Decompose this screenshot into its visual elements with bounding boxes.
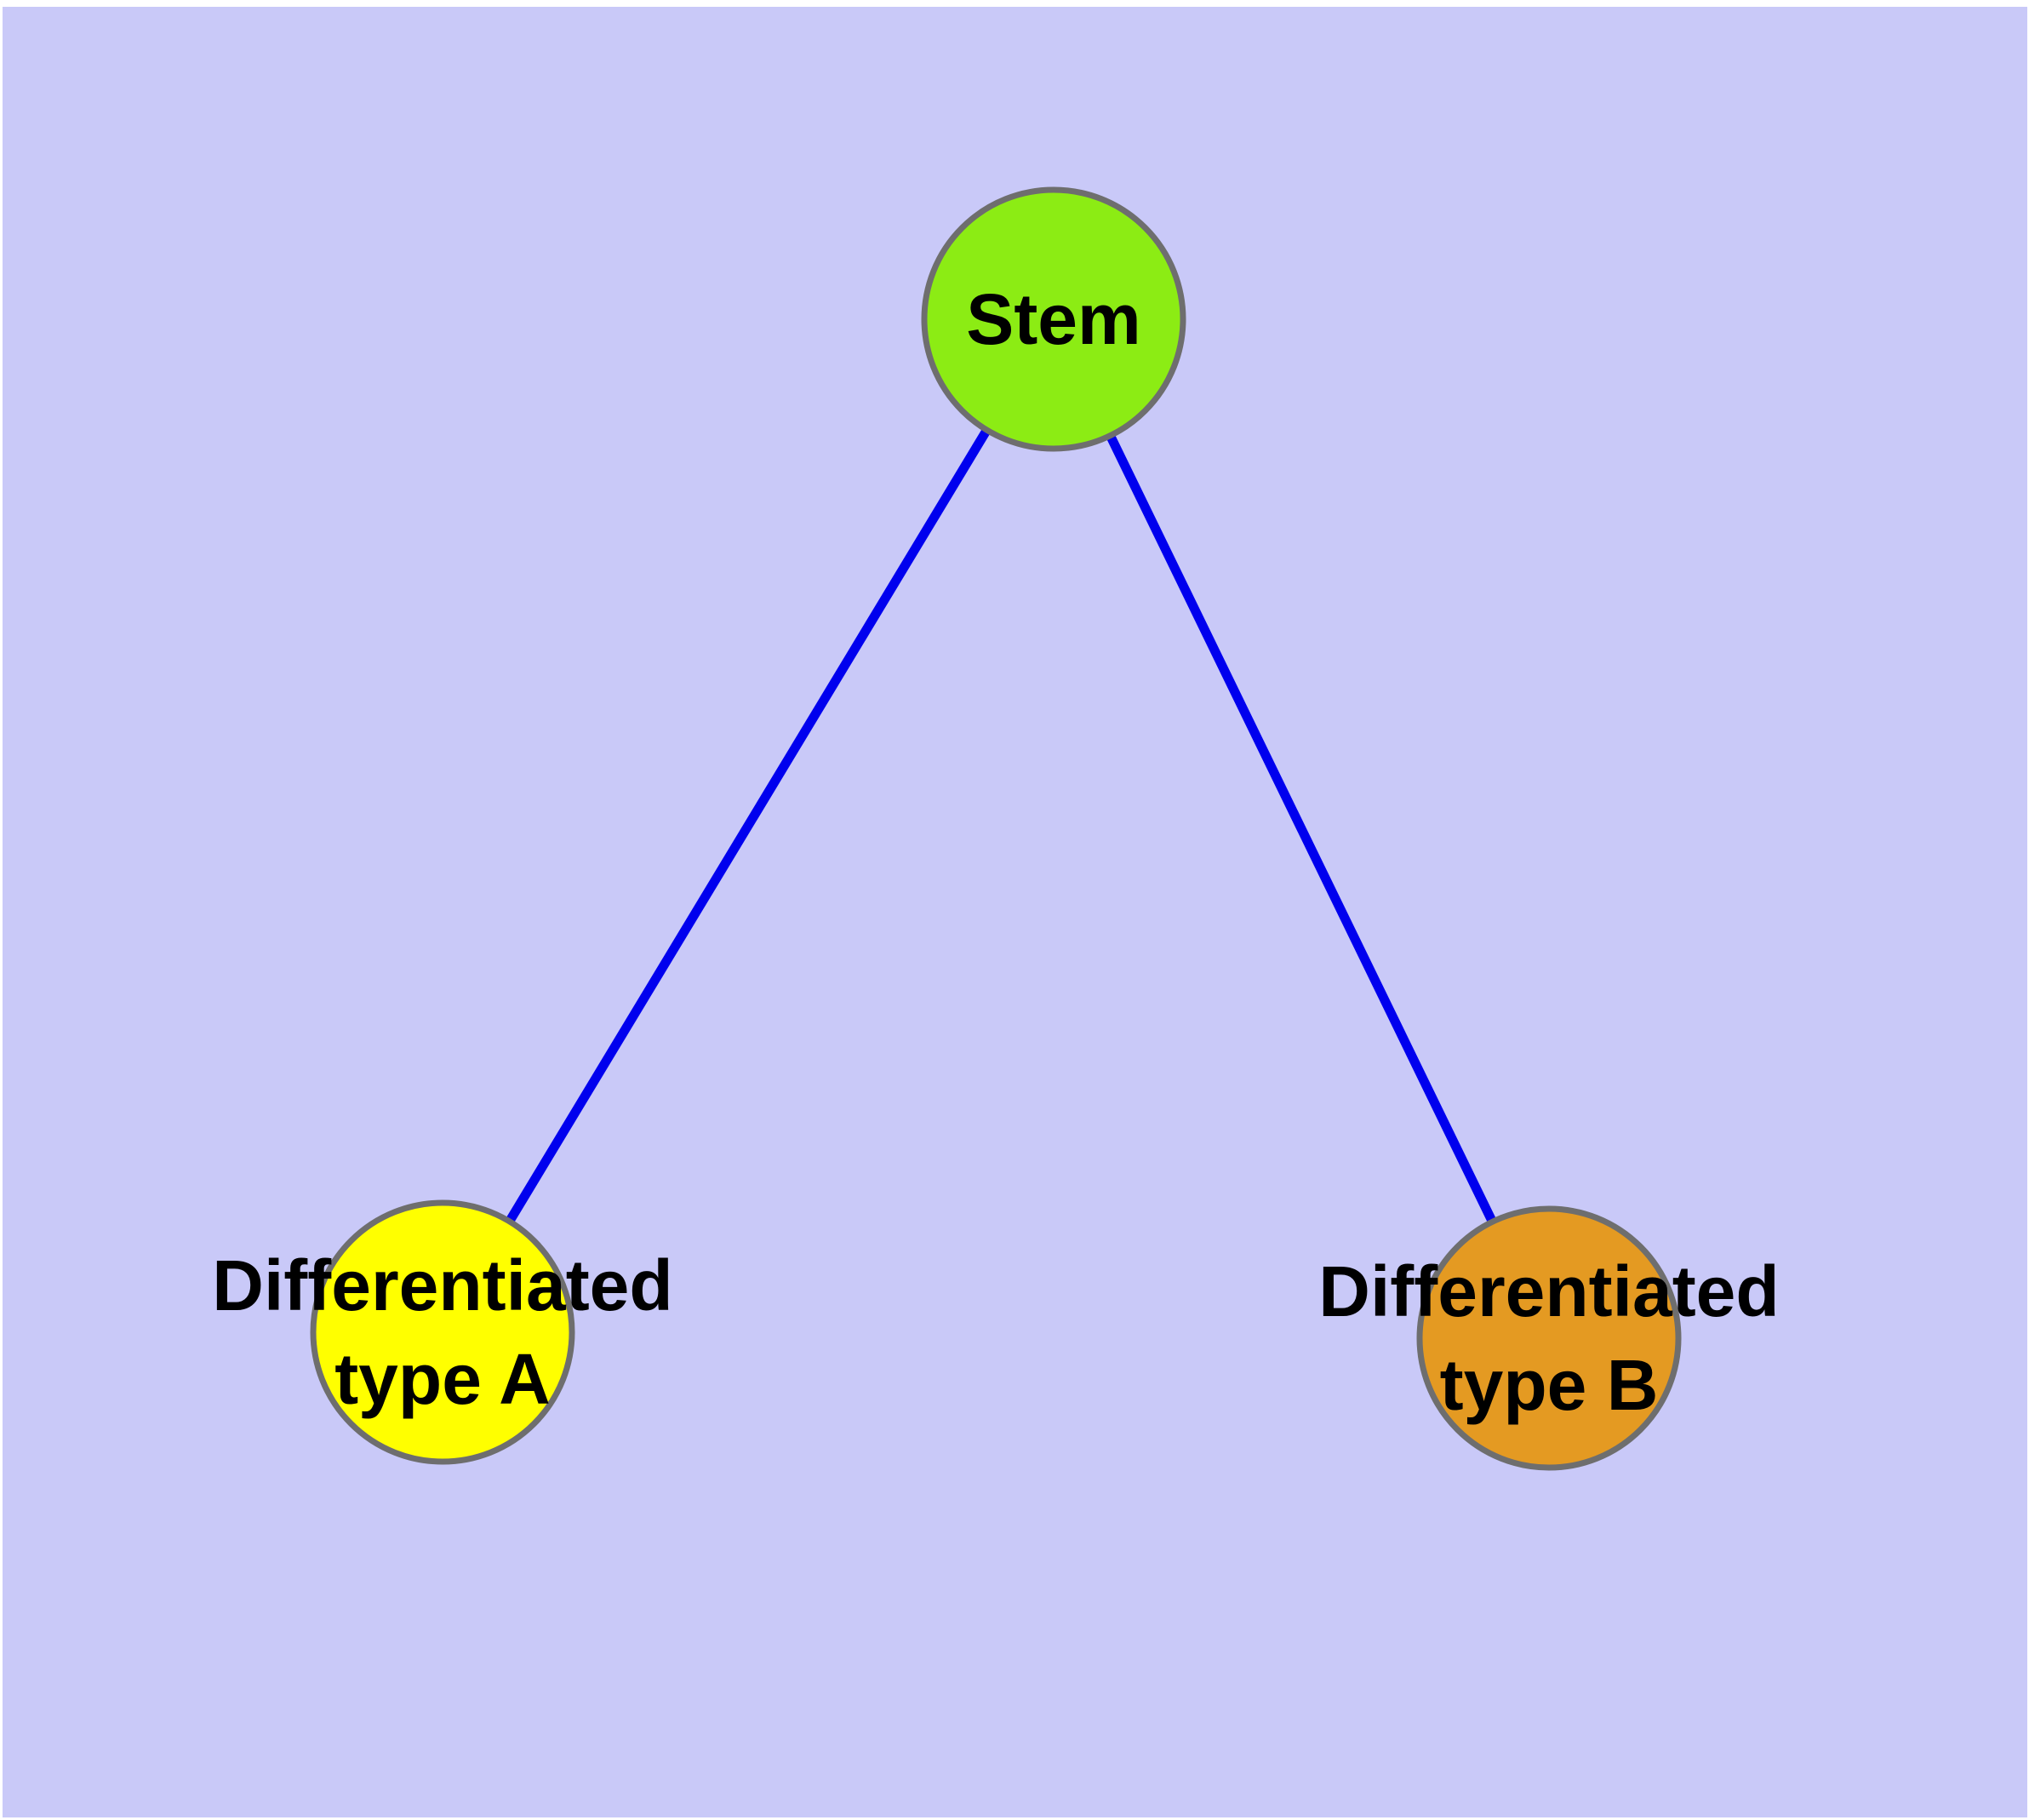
node-diff-a: [310, 1199, 575, 1465]
edge-stem-diff-b: [1049, 317, 1553, 1341]
node-diff-b: [1416, 1205, 1682, 1471]
edge-stem-diff-a: [438, 317, 1058, 1335]
node-stem: [921, 186, 1186, 452]
